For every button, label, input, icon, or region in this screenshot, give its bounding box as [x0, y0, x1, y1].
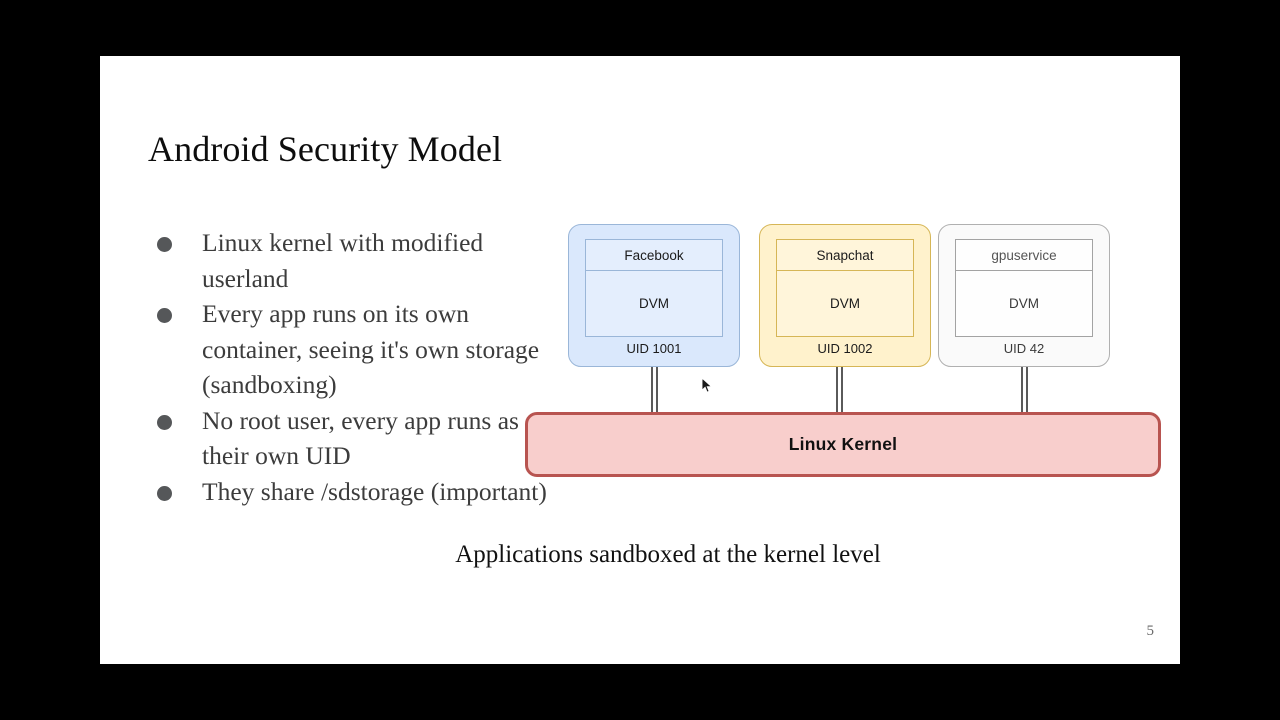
list-item: Every app runs on its own container, see…	[148, 296, 548, 403]
list-item-text: Linux kernel with modified userland	[202, 228, 484, 293]
page-number: 5	[1146, 623, 1155, 639]
app-name-label: gpuservice	[956, 240, 1092, 271]
app-uid-label: UID 42	[1003, 341, 1045, 356]
app-inner-box: Snapchat DVM	[776, 239, 914, 337]
app-container-snapchat: Snapchat DVM UID 1002	[759, 224, 931, 367]
app-runtime-label: DVM	[639, 296, 669, 311]
app-uid-label: UID 1001	[626, 341, 682, 356]
app-container-gpuservice: gpuservice DVM UID 42	[938, 224, 1110, 367]
app-name-label: Facebook	[586, 240, 722, 271]
app-runtime-label: DVM	[830, 296, 860, 311]
bullet-list: Linux kernel with modified userland Ever…	[148, 225, 548, 509]
app-container-facebook: Facebook DVM UID 1001	[568, 224, 740, 367]
slide-canvas: Android Security Model Linux kernel with…	[100, 56, 1180, 664]
mouse-pointer-icon	[701, 377, 713, 393]
list-item: No root user, every app runs as their ow…	[148, 403, 548, 474]
connector-line-gpuservice	[1021, 367, 1028, 412]
app-inner-box: gpuservice DVM	[955, 239, 1093, 337]
kernel-box: Linux Kernel	[525, 412, 1161, 477]
diagram-caption: Applications sandboxed at the kernel lev…	[455, 541, 881, 568]
page-title: Android Security Model	[148, 129, 503, 169]
bullet-dot-icon	[157, 485, 172, 501]
connector-line-facebook	[651, 367, 658, 412]
app-runtime-label: DVM	[1009, 296, 1039, 311]
list-item-text: No root user, every app runs as their ow…	[202, 405, 519, 471]
bullet-dot-icon	[157, 308, 172, 323]
bullet-dot-icon	[157, 414, 172, 430]
list-item-text: They share /sdstorage (important)	[202, 476, 547, 506]
bullet-dot-icon	[157, 237, 172, 252]
app-uid-label: UID 1002	[817, 341, 873, 356]
connector-line-snapchat	[836, 367, 843, 412]
list-item-text: Every app runs on its own container, see…	[202, 299, 540, 399]
list-item: They share /sdstorage (important)	[148, 474, 548, 510]
list-item: Linux kernel with modified userland	[148, 225, 548, 296]
app-name-label: Snapchat	[777, 240, 913, 271]
kernel-label: Linux Kernel	[788, 434, 898, 454]
app-inner-box: Facebook DVM	[585, 239, 723, 337]
